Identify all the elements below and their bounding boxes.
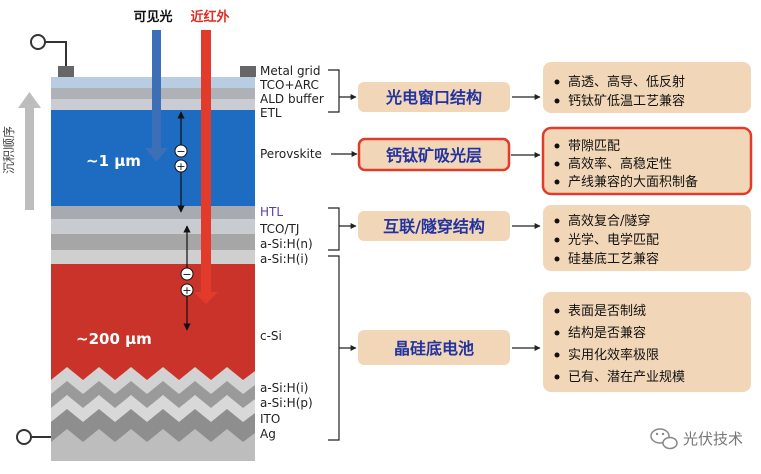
perovskite-electron: − [174, 144, 188, 158]
hole-sign: + [176, 160, 185, 173]
detail-silicon-4: 已有、潜在产业规模 [568, 370, 685, 385]
detail-interconnect-2: 光学、电学匹配 [568, 232, 659, 248]
layer-tco-tj [51, 219, 255, 234]
electron-sign: − [176, 145, 185, 158]
detail-window-1: 高透、高导、低反射 [568, 74, 685, 90]
metal-grid-left [58, 66, 74, 77]
detail-perovskite-3: 产线兼容的大面积制备 [568, 174, 698, 190]
detail-interconnect-3: 硅基底工艺兼容 [568, 251, 659, 267]
layer-asi-i-top [51, 250, 255, 264]
detail-silicon-2: 结构是否兼容 [568, 325, 646, 341]
category-box-perovskite: 钙钛矿吸光层 [357, 137, 511, 172]
layer-csi [51, 264, 255, 384]
detail-box-perovskite: 带隙匹配 高效率、高稳定性 产线兼容的大面积制备 [541, 126, 753, 196]
watermark-text: 光伏技术 [683, 430, 743, 448]
layer-asi-n [51, 234, 255, 250]
label-tco-tj: TCO/TJ [259, 222, 299, 236]
label-metal-grid: Metal grid [260, 64, 320, 78]
bracket-interconnect [328, 207, 357, 251]
perovskite-hole: + [174, 159, 188, 173]
detail-silicon-1: 表面是否制绒 [568, 304, 646, 319]
label-perovskite: Perovskite [260, 147, 322, 161]
detail-perovskite-1: 带隙匹配 [568, 139, 620, 154]
visible-light-label: 可见光 [133, 9, 172, 25]
nir-light-label: 近红外 [190, 9, 229, 25]
bottom-terminal [16, 429, 51, 445]
visible-light-arrow [145, 30, 168, 162]
label-htl: HTL [260, 205, 283, 219]
category-title-perovskite: 钙钛矿吸光层 [386, 146, 482, 165]
label-asi-i-top: a-Si:H(i) [260, 252, 308, 266]
top-terminal [30, 34, 67, 66]
layer-stack [51, 66, 256, 461]
silicon-electron: − [180, 267, 194, 281]
detail-box-silicon: 表面是否制绒 结构是否兼容 实用化效率极限 已有、潜在产业规模 [543, 292, 751, 392]
category-title-silicon: 晶硅底电池 [394, 339, 474, 358]
detail-box-interconnect: 高效复合/隧穿 光学、电学匹配 硅基底工艺兼容 [543, 205, 751, 271]
category-box-interconnect: 互联/隧穿结构 [358, 211, 510, 241]
label-ald-buffer: ALD buffer [260, 92, 324, 106]
category-box-silicon: 晶硅底电池 [358, 330, 510, 365]
electron-sign-si: − [182, 268, 191, 281]
category-title-window: 光电窗口结构 [385, 88, 482, 107]
thickness-bottom-label: ~200 μm [76, 330, 152, 348]
bracket-window [328, 69, 357, 113]
label-ag: Ag [260, 427, 276, 441]
label-etl: ETL [260, 106, 282, 120]
deposition-order-arrow [18, 92, 41, 210]
deposition-order-label: 沉积顺序 [1, 126, 16, 174]
layer-ag-base [51, 429, 255, 461]
detail-perovskite-2: 高效率、高稳定性 [568, 156, 672, 172]
label-asi-p: a-Si:H(p) [260, 396, 313, 410]
label-asi-n: a-Si:H(n) [260, 237, 313, 251]
detail-box-window: 高透、高导、低反射 钙钛矿低温工艺兼容 [543, 62, 751, 113]
metal-grid-right [240, 66, 256, 77]
hole-sign-si: + [182, 284, 191, 297]
detail-interconnect-1: 高效复合/隧穿 [568, 213, 650, 229]
layer-htl [51, 206, 255, 219]
detail-window-2: 钙钛矿低温工艺兼容 [568, 93, 685, 109]
wechat-icon [650, 428, 678, 450]
bracket-silicon [328, 255, 357, 441]
category-title-interconnect: 互联/隧穿结构 [383, 217, 485, 236]
silicon-hole: + [180, 283, 194, 297]
detail-silicon-3: 实用化效率极限 [568, 347, 659, 363]
nir-light-arrow [194, 30, 218, 304]
thickness-top-label: ~1 μm [86, 152, 141, 170]
label-asi-i-bottom: a-Si:H(i) [260, 381, 308, 395]
label-csi: c-Si [260, 329, 282, 343]
label-tco-arc: TCO+ARC [259, 78, 319, 92]
label-ito: ITO [260, 412, 280, 426]
category-box-window: 光电窗口结构 [358, 82, 510, 112]
